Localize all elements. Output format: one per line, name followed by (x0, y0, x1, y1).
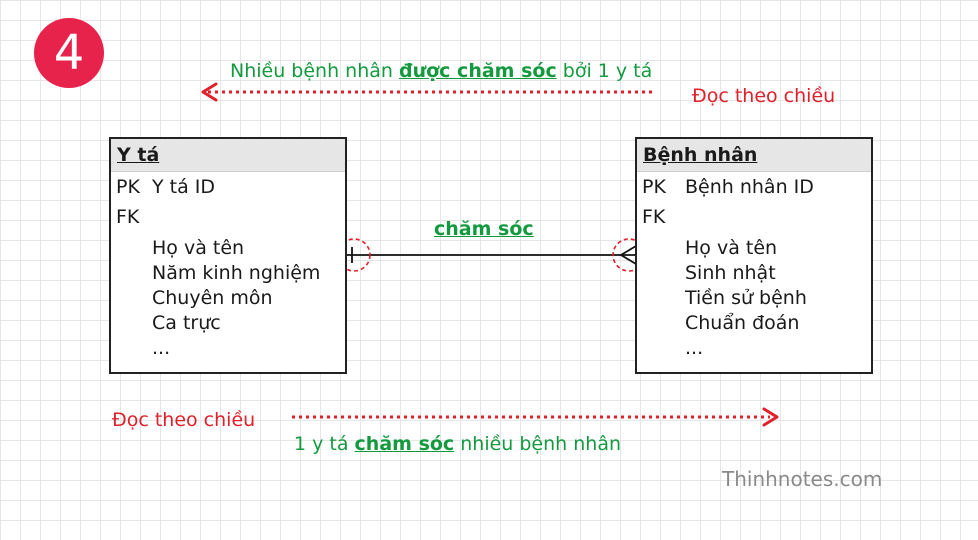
top-caption-prefix: Nhiều bệnh nhân (230, 60, 399, 82)
bottom-caption-suffix: nhiều bệnh nhân (454, 433, 622, 455)
attribute-item: Chuyên môn (152, 287, 273, 309)
pk-label: PK (116, 176, 140, 198)
attribute-item: Họ và tên (685, 237, 778, 259)
fk-label: FK (116, 206, 140, 228)
entity-y-ta[interactable]: Y tá PK Y tá ID FK Họ và tên Năm kinh ng… (109, 137, 347, 374)
attribute-list: Họ và tên Sinh nhật Tiền sử bệnh Chuẩn đ… (637, 236, 871, 361)
attribute-item: Họ và tên (152, 237, 245, 259)
read-direction-top: Đọc theo chiều (692, 85, 836, 107)
top-caption-suffix: bởi 1 y tá (556, 60, 653, 82)
watermark-text: Thinhnotes.com (722, 467, 883, 491)
bottom-caption-emphasis: chăm sóc (354, 433, 455, 455)
many-cardinality-crowsfoot (619, 245, 637, 265)
attribute-item: ... (152, 337, 171, 359)
attribute-item: Sinh nhật (685, 262, 776, 284)
read-direction-bottom: Đọc theo chiều (112, 409, 256, 431)
top-caption-emphasis: được chăm sóc (399, 60, 557, 82)
fk-row: FK (637, 202, 871, 232)
top-caption: Nhiều bệnh nhân được chăm sóc bởi 1 y tá (230, 60, 652, 82)
pk-field: Y tá ID (152, 176, 216, 198)
pk-row: PK Bệnh nhân ID (637, 172, 871, 202)
entity-title: Bệnh nhân (637, 139, 871, 172)
top-direction-arrowhead (201, 82, 218, 102)
relationship-label: chăm sóc (434, 218, 534, 240)
attribute-item: Năm kinh nghiệm (152, 262, 321, 284)
attribute-item: Tiền sử bệnh (685, 287, 807, 309)
fk-label: FK (642, 206, 666, 228)
entity-title: Y tá (111, 139, 345, 172)
step-number: 4 (53, 25, 85, 81)
attribute-item: ... (685, 337, 704, 359)
attribute-item: Chuẩn đoán (685, 312, 800, 334)
bottom-caption: 1 y tá chăm sóc nhiều bệnh nhân (294, 433, 621, 455)
pk-label: PK (642, 176, 666, 198)
bottom-caption-prefix: 1 y tá (294, 433, 355, 455)
attribute-list: Họ và tên Năm kinh nghiệm Chuyên môn Ca … (111, 236, 345, 361)
pk-row: PK Y tá ID (111, 172, 345, 202)
entity-benh-nhan[interactable]: Bệnh nhân PK Bệnh nhân ID FK Họ và tên S… (635, 137, 873, 374)
step-number-badge: 4 (34, 18, 104, 88)
pk-field: Bệnh nhân ID (685, 176, 814, 198)
fk-row: FK (111, 202, 345, 232)
attribute-item: Ca trực (152, 312, 221, 334)
bottom-direction-arrowhead (762, 407, 779, 427)
